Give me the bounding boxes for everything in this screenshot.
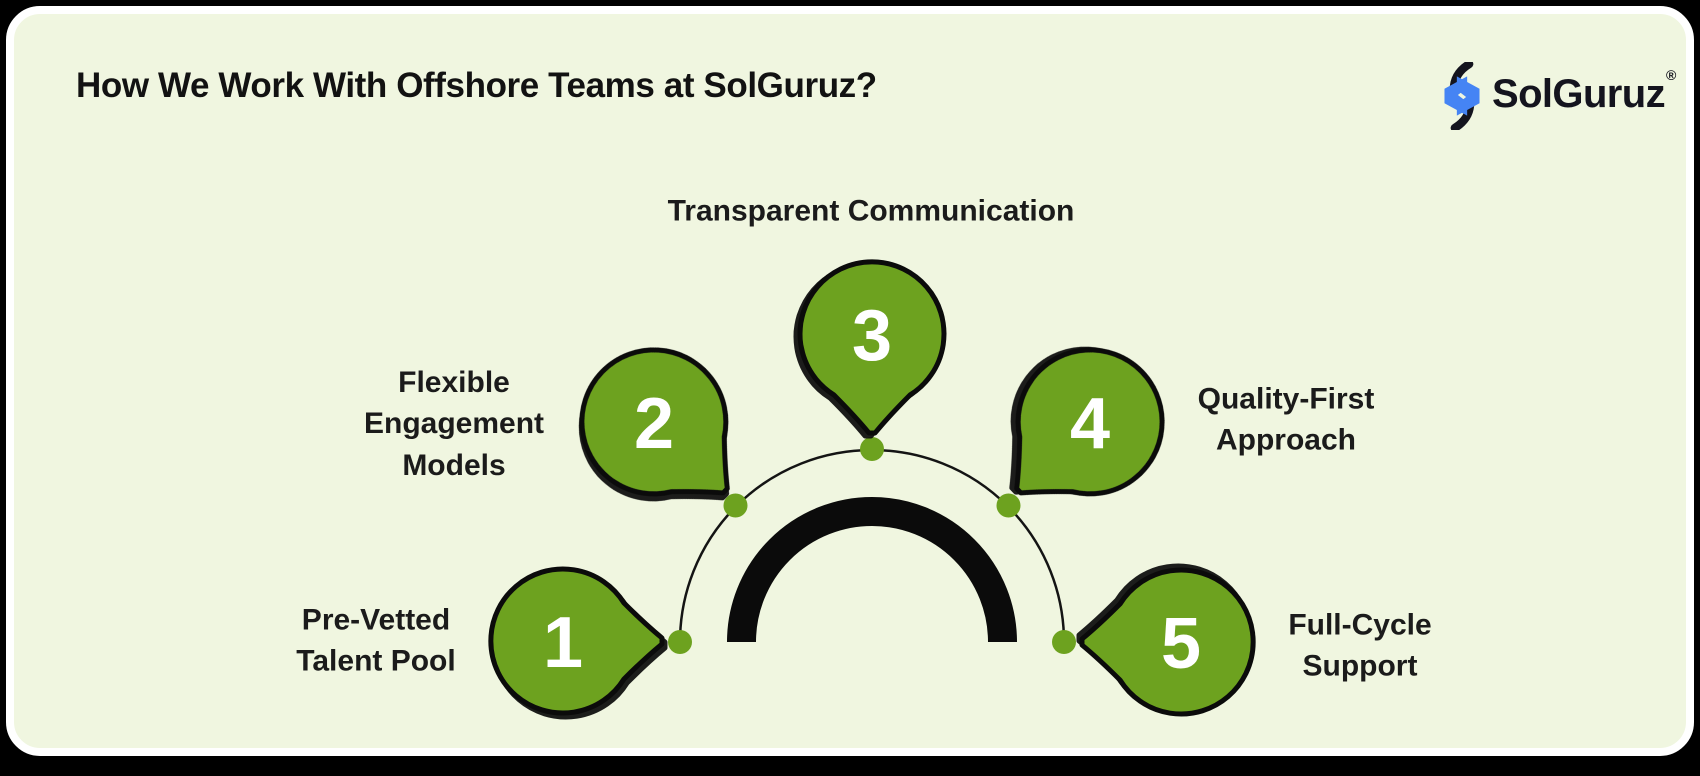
step-1-number: 1 xyxy=(543,603,583,683)
step-2-label: Flexible Engagement Models xyxy=(363,365,545,482)
step-3-label: Transparent Communication xyxy=(667,194,1075,228)
solguruz-logo-icon xyxy=(1444,62,1480,130)
step-1-label: Pre-Vetted Talent Pool xyxy=(296,603,456,678)
gauge-arc xyxy=(727,497,1017,643)
registered-trademark-symbol: ® xyxy=(1665,67,1676,84)
page-title: How We Work With Offshore Teams at SolGu… xyxy=(76,66,877,105)
step-4-number: 4 xyxy=(1070,384,1110,464)
step-3-dot xyxy=(860,437,884,461)
step-2-dot xyxy=(723,493,748,518)
step-2-number: 2 xyxy=(634,384,674,464)
solguruz-logo: SolGuruz® xyxy=(1438,62,1676,130)
step-5-bubble xyxy=(1079,567,1256,717)
step-5-dot xyxy=(1052,630,1076,654)
step-5-number: 5 xyxy=(1161,604,1201,684)
logo-wordmark: SolGuruz® xyxy=(1492,67,1676,116)
process-diagram: 1 2 3 4 5 xyxy=(488,259,1256,717)
step-3-bubble xyxy=(797,259,947,436)
step-4-bubble xyxy=(1014,347,1165,497)
step-5-label: Full-Cycle Support xyxy=(1288,608,1432,683)
infographic-card: How We Work With Offshore Teams at SolGu… xyxy=(6,6,1694,756)
step-3-number: 3 xyxy=(852,296,892,376)
step-4-dot xyxy=(996,493,1021,518)
step-1-dot xyxy=(668,630,692,654)
step-4-label: Quality-First Approach xyxy=(1197,382,1375,457)
step-1-bubble xyxy=(488,566,665,716)
step-2-bubble xyxy=(579,347,730,497)
